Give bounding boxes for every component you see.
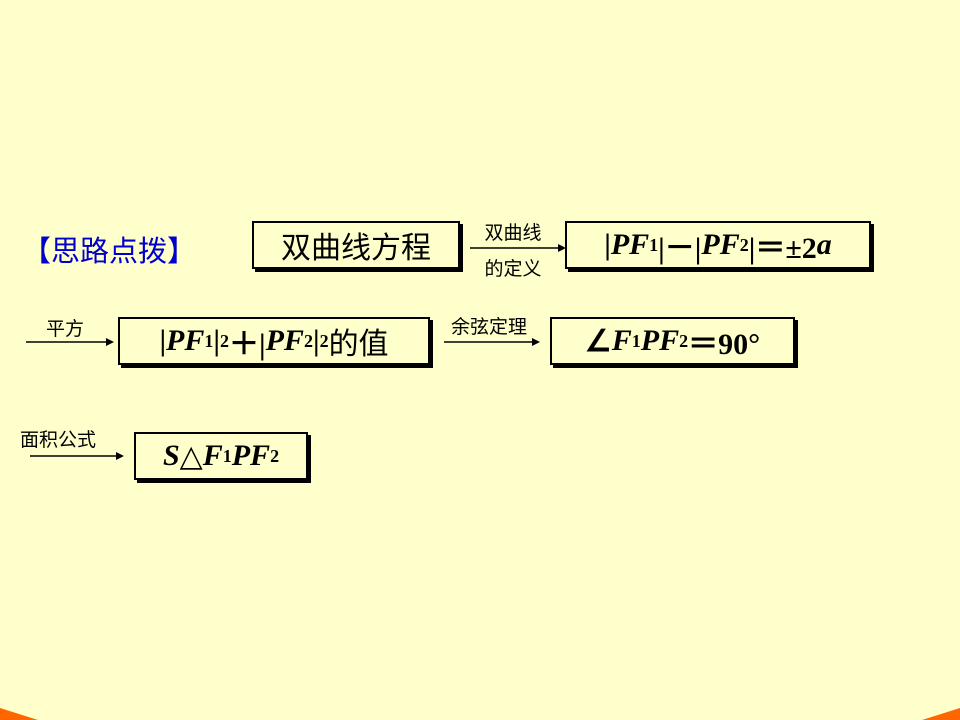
f-term: F — [202, 439, 223, 472]
subscript: 1 — [631, 330, 641, 351]
triangle-symbol: △ — [179, 439, 203, 473]
subscript: 2 — [270, 445, 280, 466]
subscript: 2 — [679, 330, 689, 351]
pf-term: PF — [640, 324, 680, 357]
equals-value: ＝90° — [688, 328, 761, 361]
arrow-label-top: 平方 — [45, 318, 84, 340]
pf-term: PF — [610, 228, 650, 261]
pf-term: PF — [701, 228, 740, 261]
plus-sign: ＋| — [229, 328, 266, 361]
equals-value: |＝±2 — [748, 232, 817, 265]
pf-term: PF — [166, 324, 205, 357]
s-term: S — [162, 439, 180, 472]
superscript: 2 — [220, 330, 229, 351]
right-arrow-icon — [444, 338, 540, 346]
subscript: 2 — [303, 330, 313, 351]
arrow-label-bottom: 的定义 — [484, 258, 542, 280]
subscript: 1 — [649, 234, 659, 255]
corner-decoration-left — [0, 708, 38, 720]
right-arrow-icon — [26, 338, 114, 346]
hint-label: 【思路点拨】 — [22, 234, 197, 268]
subscript: 2 — [739, 234, 749, 255]
abs-bar: | — [213, 324, 220, 357]
subscript: 1 — [222, 445, 232, 466]
corner-decoration-right — [922, 708, 960, 720]
pf-term: PF — [231, 439, 271, 472]
right-arrow-icon — [470, 244, 566, 252]
minus-sign: |－| — [658, 232, 702, 265]
angle-symbol: ∠ — [584, 324, 612, 358]
abs-bar: | — [604, 228, 611, 261]
right-arrow-icon — [30, 452, 124, 460]
arrow-label-top: 双曲线 — [484, 222, 542, 244]
arrow-label-top: 面积公式 — [20, 429, 97, 451]
arrow-label-top: 余弦定理 — [450, 316, 527, 338]
superscript: 2 — [319, 330, 329, 351]
subscript: 1 — [204, 330, 214, 351]
variable-a: a — [816, 228, 832, 261]
step-text: 双曲线方程 — [281, 231, 431, 266]
abs-bar: | — [159, 324, 167, 357]
abs-bar: | — [312, 324, 320, 357]
value-text: 的值 — [328, 327, 389, 362]
f-term: F — [611, 324, 632, 357]
pf-term: PF — [265, 324, 304, 357]
step-hyperbola-equation-box: 双曲线方程 — [252, 221, 460, 269]
